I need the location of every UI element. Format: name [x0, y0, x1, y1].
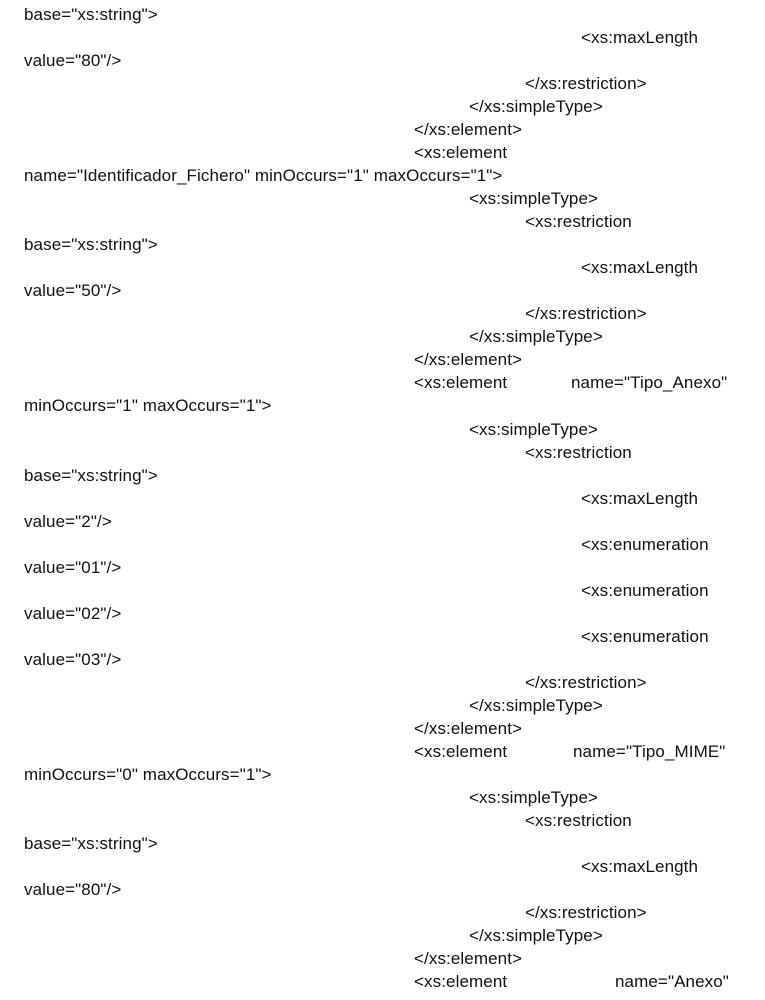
- code-line: </xs:element>: [414, 120, 523, 139]
- code-line: </xs:simpleType>: [469, 327, 603, 346]
- code-line: base="xs:string">: [24, 466, 158, 485]
- code-line: name="Anexo": [615, 972, 729, 991]
- code-line: minOccurs="0" maxOccurs="1">: [24, 765, 272, 784]
- code-line: <xs:enumeration: [581, 627, 709, 646]
- code-line: <xs:maxLength: [581, 258, 699, 277]
- code-line: value="80"/>: [24, 51, 122, 70]
- code-line: <xs:element: [414, 742, 508, 761]
- code-line: </xs:element>: [414, 350, 523, 369]
- code-line: name="Tipo_Anexo": [571, 373, 728, 392]
- code-line: value="80"/>: [24, 880, 122, 899]
- code-line: <xs:maxLength: [581, 28, 699, 47]
- code-line: </xs:restriction>: [525, 903, 647, 922]
- code-line: </xs:element>: [414, 719, 523, 738]
- code-line: name="Tipo_MIME": [573, 742, 726, 761]
- code-line: </xs:restriction>: [525, 304, 647, 323]
- code-line: base="xs:string">: [24, 235, 158, 254]
- code-line: <xs:restriction: [525, 212, 632, 231]
- code-line: value="2"/>: [24, 512, 112, 531]
- code-line: base="xs:string">: [24, 834, 158, 853]
- code-line: name="Identificador_Fichero" minOccurs="…: [24, 166, 503, 185]
- code-line: value="50"/>: [24, 281, 122, 300]
- code-line: </xs:simpleType>: [469, 97, 603, 116]
- code-line: <xs:simpleType>: [469, 420, 599, 439]
- code-line: value="01"/>: [24, 558, 122, 577]
- code-line: <xs:enumeration: [581, 535, 709, 554]
- code-line: </xs:restriction>: [525, 673, 647, 692]
- code-line: <xs:enumeration: [581, 581, 709, 600]
- code-line: <xs:restriction: [525, 811, 632, 830]
- code-line: </xs:simpleType>: [469, 926, 603, 945]
- code-line: <xs:maxLength: [581, 489, 699, 508]
- code-line: base="xs:string">: [24, 5, 158, 24]
- code-line: </xs:restriction>: [525, 74, 647, 93]
- code-line: minOccurs="1" maxOccurs="1">: [24, 396, 272, 415]
- code-line: </xs:simpleType>: [469, 696, 603, 715]
- code-line: <xs:element: [414, 143, 508, 162]
- code-line: <xs:element: [414, 972, 508, 991]
- code-line: value="02"/>: [24, 604, 122, 623]
- code-line: </xs:element>: [414, 949, 523, 968]
- code-line: value="03"/>: [24, 650, 122, 669]
- code-line: <xs:maxLength: [581, 857, 699, 876]
- code-line: <xs:element: [414, 373, 508, 392]
- code-line: <xs:simpleType>: [469, 788, 599, 807]
- code-line: <xs:restriction: [525, 443, 632, 462]
- code-line: <xs:simpleType>: [469, 189, 599, 208]
